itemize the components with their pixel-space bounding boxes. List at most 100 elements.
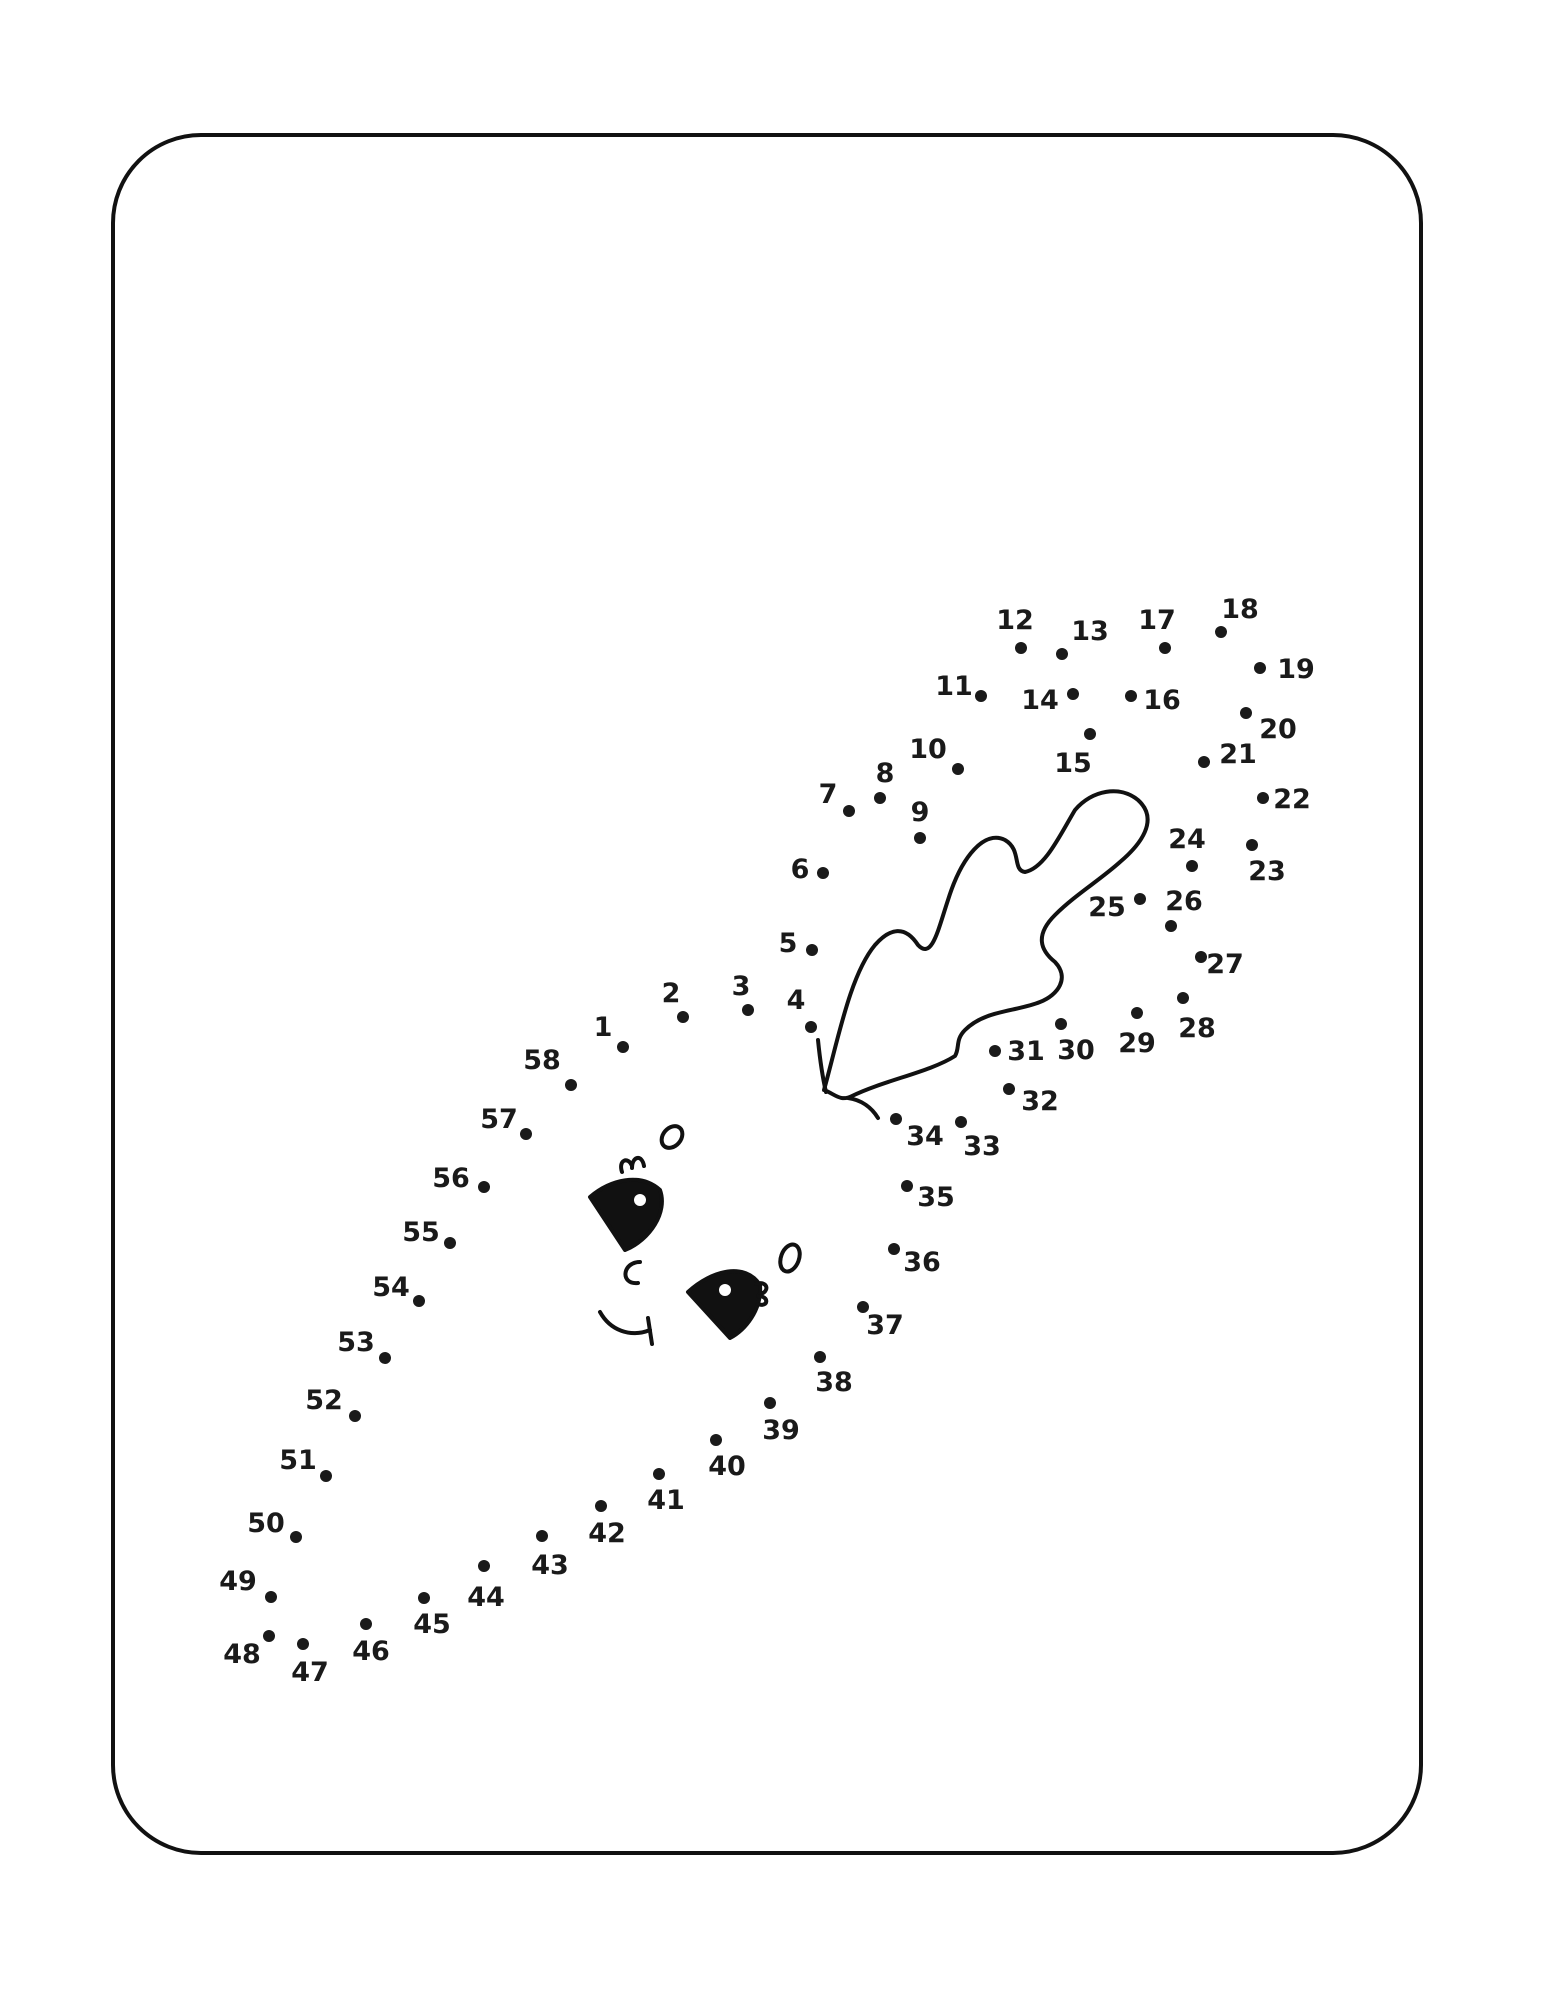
dot-37[interactable]: 37: [857, 1301, 904, 1341]
dot-marker[interactable]: [888, 1243, 900, 1255]
dot-marker[interactable]: [874, 792, 886, 804]
dot-marker[interactable]: [478, 1181, 490, 1193]
dot-marker[interactable]: [952, 763, 964, 775]
dot-58[interactable]: 58: [523, 1045, 577, 1091]
dot-10[interactable]: 10: [909, 734, 964, 775]
dot-46[interactable]: 46: [352, 1618, 390, 1667]
dot-56[interactable]: 56: [432, 1163, 490, 1194]
dot-marker[interactable]: [1015, 642, 1027, 654]
dot-marker[interactable]: [1198, 756, 1210, 768]
dot-42[interactable]: 42: [588, 1500, 626, 1549]
dot-27[interactable]: 27: [1195, 949, 1244, 980]
dot-marker[interactable]: [857, 1301, 869, 1313]
dot-30[interactable]: 30: [1055, 1018, 1095, 1066]
dot-marker[interactable]: [379, 1352, 391, 1364]
dot-34[interactable]: 34: [890, 1113, 944, 1152]
dot-marker[interactable]: [914, 832, 926, 844]
dot-11[interactable]: 11: [935, 671, 987, 702]
dot-53[interactable]: 53: [337, 1327, 391, 1364]
dot-51[interactable]: 51: [279, 1445, 332, 1482]
dot-13[interactable]: 13: [1056, 616, 1109, 660]
dot-25[interactable]: 25: [1088, 892, 1146, 923]
dot-12[interactable]: 12: [996, 605, 1034, 654]
dot-22[interactable]: 22: [1257, 784, 1311, 815]
dot-50[interactable]: 50: [247, 1508, 302, 1543]
dot-marker[interactable]: [349, 1410, 361, 1422]
dot-marker[interactable]: [1003, 1083, 1015, 1095]
dot-45[interactable]: 45: [413, 1592, 451, 1640]
dot-marker[interactable]: [806, 944, 818, 956]
dot-9[interactable]: 9: [911, 797, 930, 844]
dot-6[interactable]: 6: [791, 854, 829, 885]
dot-marker[interactable]: [1186, 860, 1198, 872]
dot-marker[interactable]: [1246, 839, 1258, 851]
dot-15[interactable]: 15: [1054, 728, 1096, 779]
dot-5[interactable]: 5: [779, 928, 818, 959]
dot-marker[interactable]: [975, 690, 987, 702]
dot-marker[interactable]: [1215, 626, 1227, 638]
dot-marker[interactable]: [1055, 1018, 1067, 1030]
dot-1[interactable]: 1: [594, 1012, 629, 1053]
dot-39[interactable]: 39: [762, 1397, 800, 1446]
dot-marker[interactable]: [901, 1180, 913, 1192]
dot-marker[interactable]: [478, 1560, 490, 1572]
dot-18[interactable]: 18: [1215, 594, 1259, 638]
dot-23[interactable]: 23: [1246, 839, 1286, 887]
dot-3[interactable]: 3: [732, 971, 754, 1016]
dot-48[interactable]: 48: [223, 1630, 275, 1670]
dot-marker[interactable]: [413, 1295, 425, 1307]
dot-marker[interactable]: [265, 1591, 277, 1603]
dot-21[interactable]: 21: [1198, 739, 1257, 770]
dot-4[interactable]: 4: [787, 985, 817, 1033]
dot-52[interactable]: 52: [305, 1385, 361, 1422]
dot-31[interactable]: 31: [989, 1036, 1045, 1067]
dot-43[interactable]: 43: [531, 1530, 569, 1581]
dot-marker[interactable]: [1240, 707, 1252, 719]
dot-marker[interactable]: [764, 1397, 776, 1409]
dot-26[interactable]: 26: [1165, 886, 1203, 932]
dot-marker[interactable]: [843, 805, 855, 817]
dot-marker[interactable]: [297, 1638, 309, 1650]
dot-40[interactable]: 40: [708, 1434, 746, 1482]
dot-marker[interactable]: [890, 1113, 902, 1125]
dot-33[interactable]: 33: [955, 1116, 1001, 1162]
dot-19[interactable]: 19: [1254, 654, 1315, 685]
dot-marker[interactable]: [320, 1470, 332, 1482]
dot-marker[interactable]: [290, 1531, 302, 1543]
dot-38[interactable]: 38: [814, 1351, 853, 1398]
dot-marker[interactable]: [617, 1041, 629, 1053]
dot-marker[interactable]: [1067, 688, 1079, 700]
dot-marker[interactable]: [677, 1011, 689, 1023]
dot-marker[interactable]: [360, 1618, 372, 1630]
dot-16[interactable]: 16: [1125, 685, 1181, 716]
dot-32[interactable]: 32: [1003, 1083, 1059, 1117]
dot-marker[interactable]: [653, 1468, 665, 1480]
dot-44[interactable]: 44: [467, 1560, 505, 1613]
dot-47[interactable]: 47: [291, 1638, 329, 1688]
dot-28[interactable]: 28: [1177, 992, 1216, 1044]
dot-marker[interactable]: [805, 1021, 817, 1033]
dot-marker[interactable]: [444, 1237, 456, 1249]
dot-marker[interactable]: [814, 1351, 826, 1363]
dot-49[interactable]: 49: [219, 1566, 277, 1603]
dot-marker[interactable]: [742, 1004, 754, 1016]
dot-marker[interactable]: [565, 1079, 577, 1091]
dot-marker[interactable]: [263, 1630, 275, 1642]
dot-marker[interactable]: [418, 1592, 430, 1604]
dot-marker[interactable]: [1165, 920, 1177, 932]
dot-marker[interactable]: [989, 1045, 1001, 1057]
dot-marker[interactable]: [1257, 792, 1269, 804]
dot-24[interactable]: 24: [1168, 824, 1206, 872]
dot-marker[interactable]: [1056, 648, 1068, 660]
dot-marker[interactable]: [710, 1434, 722, 1446]
dot-8[interactable]: 8: [874, 758, 894, 804]
dot-marker[interactable]: [520, 1128, 532, 1140]
dot-57[interactable]: 57: [480, 1104, 532, 1140]
dot-55[interactable]: 55: [402, 1217, 456, 1249]
dot-marker[interactable]: [1125, 690, 1137, 702]
dot-29[interactable]: 29: [1118, 1007, 1156, 1059]
dot-marker[interactable]: [1195, 951, 1207, 963]
dot-17[interactable]: 17: [1138, 605, 1176, 654]
dot-54[interactable]: 54: [372, 1272, 425, 1307]
dot-marker[interactable]: [1177, 992, 1189, 1004]
